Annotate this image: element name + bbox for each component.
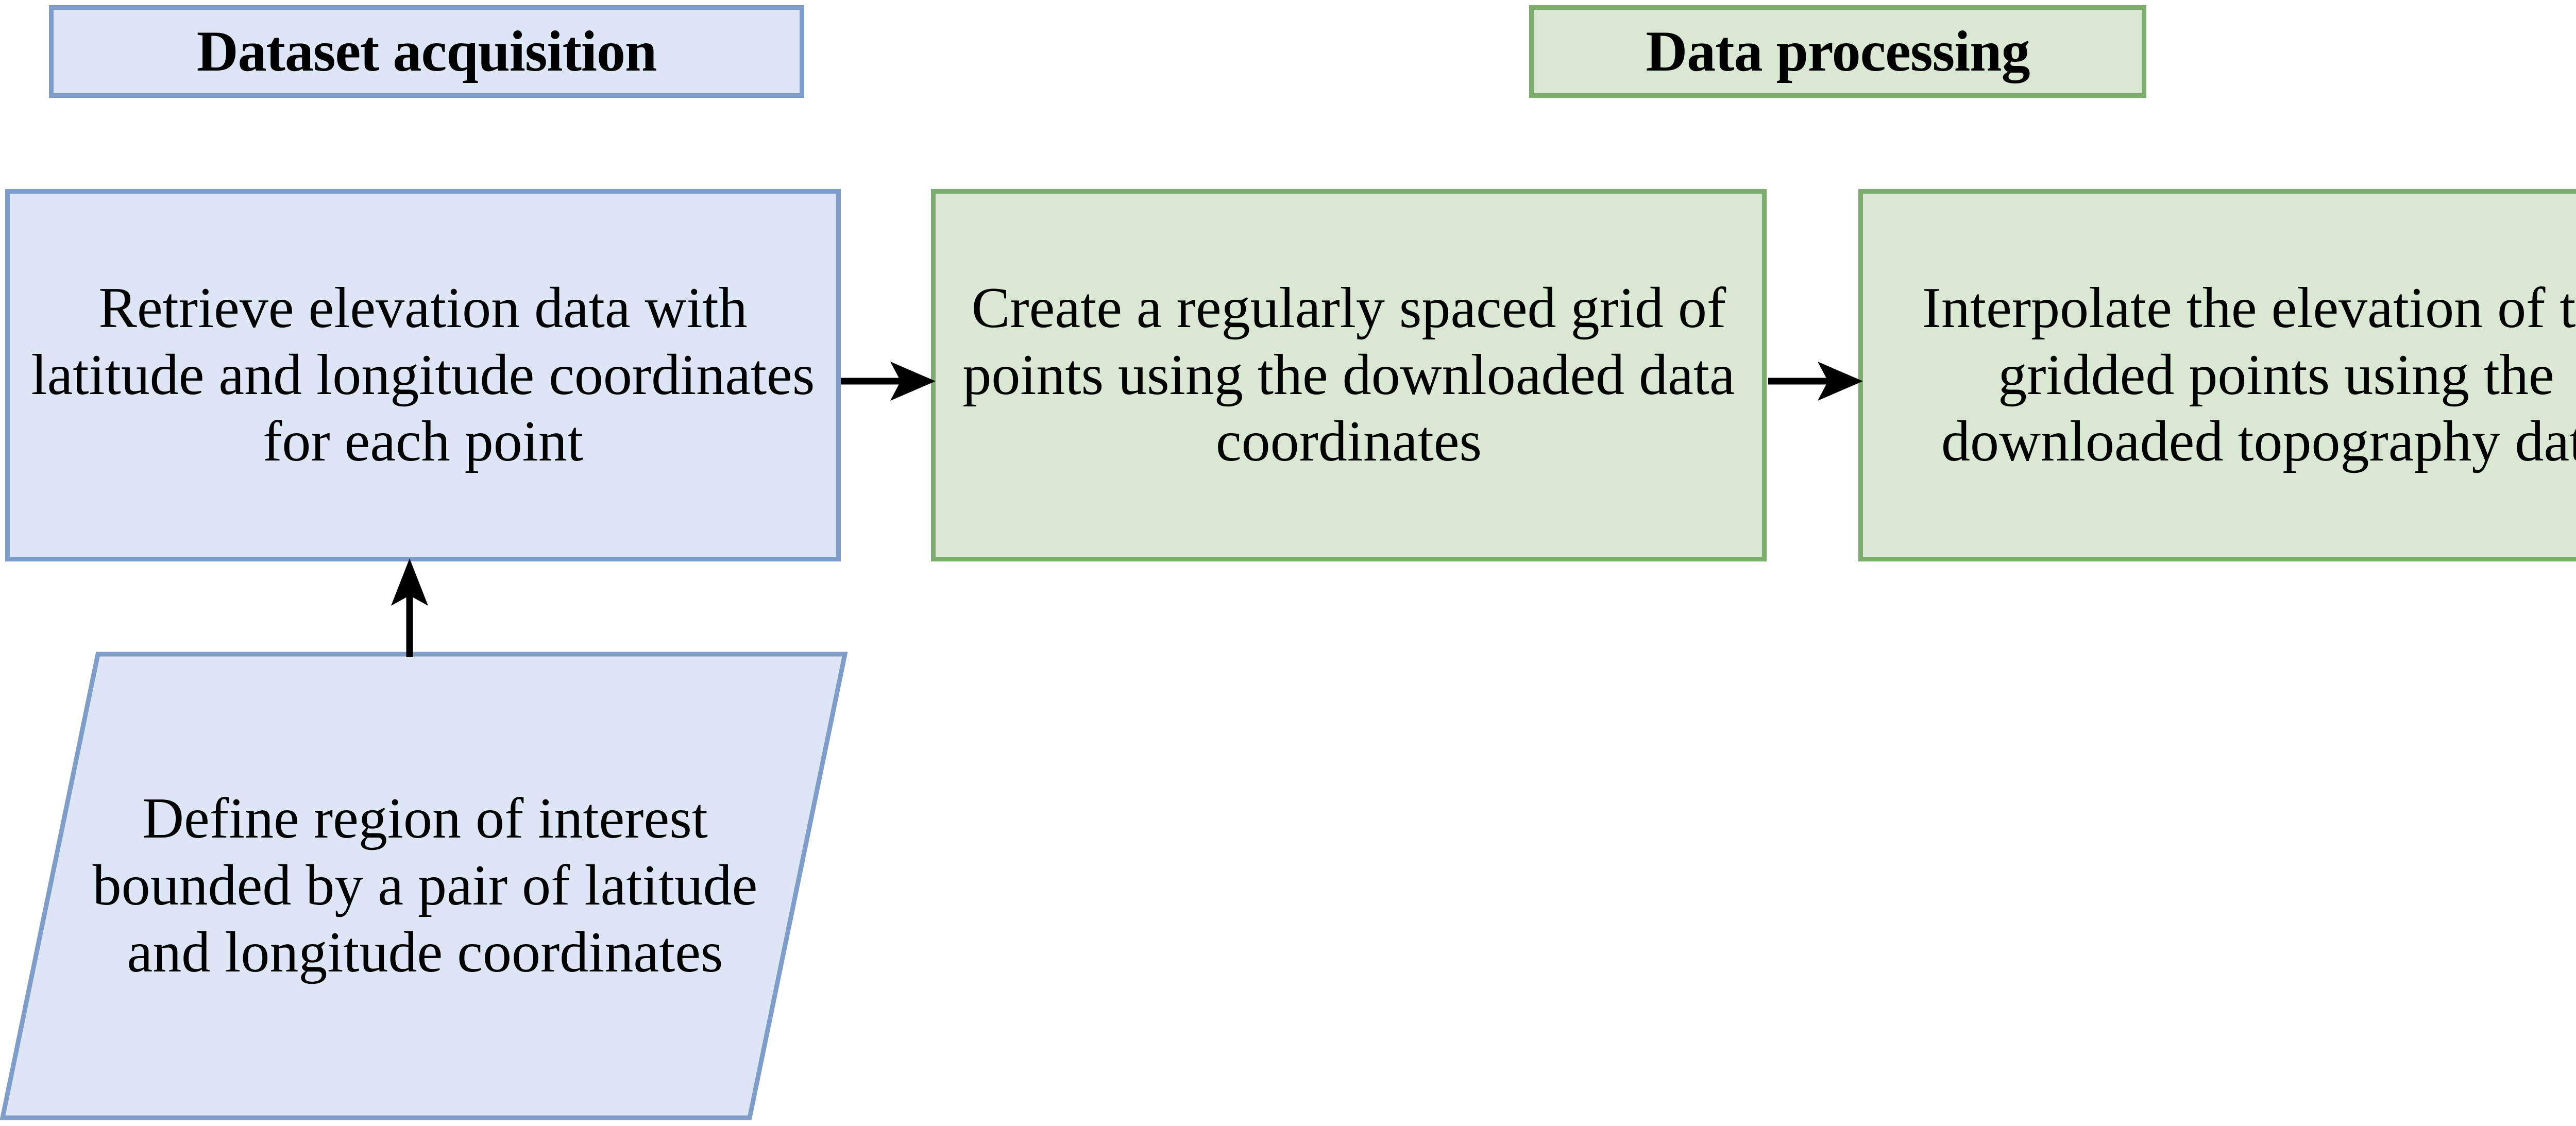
arrow-right-retrieve-to-grid bbox=[841, 362, 936, 401]
node-interpolate-elevation[interactable]: Interpolate the elevation of the gridded… bbox=[1858, 189, 2576, 561]
arrow-right-grid-to-interpolate bbox=[1768, 362, 1863, 401]
header-data-processing: Data processing bbox=[1529, 5, 2146, 98]
node-label-wrapper: Define region of interest bounded by a p… bbox=[0, 649, 850, 1123]
node-label: Interpolate the elevation of the gridded… bbox=[1922, 276, 2576, 474]
node-label: Define region of interest bounded by a p… bbox=[92, 787, 758, 984]
header-label: Dataset acquisition bbox=[196, 20, 657, 83]
header-label: Data processing bbox=[1646, 20, 2030, 83]
arrow-up-define-to-retrieve bbox=[391, 558, 428, 657]
header-dataset-acquisition: Dataset acquisition bbox=[49, 5, 804, 98]
node-define-region-of-interest[interactable]: Define region of interest bounded by a p… bbox=[0, 649, 850, 1123]
node-label: Create a regularly spaced grid of points… bbox=[962, 276, 1735, 474]
node-create-grid-of-points[interactable]: Create a regularly spaced grid of points… bbox=[931, 189, 1767, 561]
node-label: Retrieve elevation data with latitude an… bbox=[31, 276, 815, 474]
node-retrieve-elevation-data[interactable]: Retrieve elevation data with latitude an… bbox=[5, 189, 841, 561]
parallelogram-shape bbox=[0, 652, 848, 1120]
